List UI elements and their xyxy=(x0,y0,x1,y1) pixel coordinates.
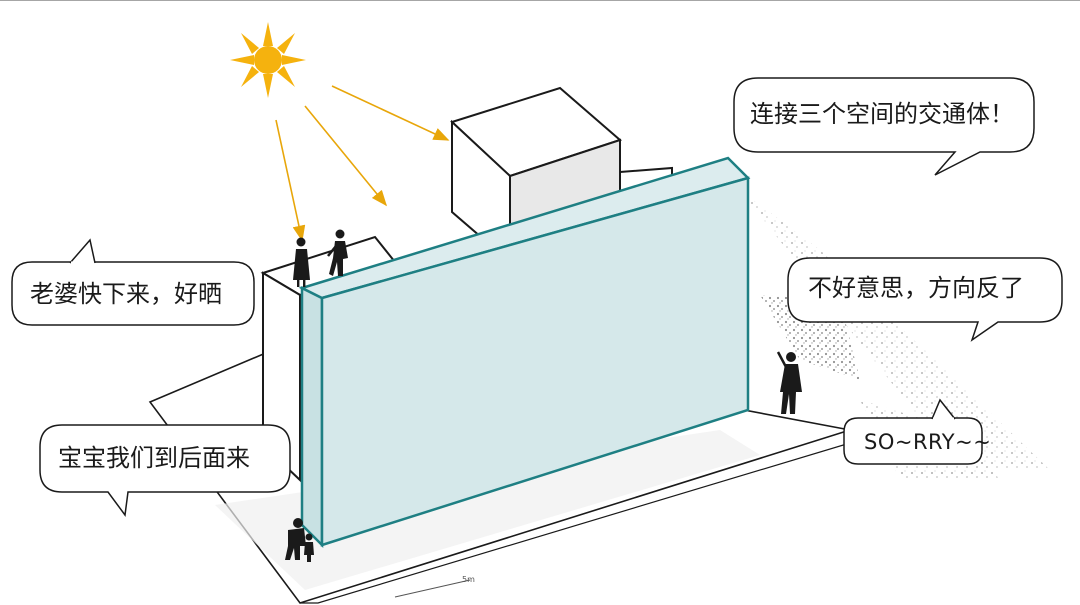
person-silhouette-icon xyxy=(293,237,310,287)
person-silhouette-icon xyxy=(285,518,314,562)
speech-bubble-baby xyxy=(39,424,291,517)
sun-icon xyxy=(230,22,306,98)
wife-bubble-text: 老婆快下来，好晒 xyxy=(30,280,222,308)
speech-bubble-wife xyxy=(11,238,255,326)
glass-panel-wall xyxy=(298,156,751,549)
traffic-bubble-text: 连接三个空间的交通体！ xyxy=(750,100,1014,128)
sorry-cn-bubble-text: 不好意思，方向反了 xyxy=(808,274,1024,302)
svg-text:5m: 5m xyxy=(462,575,475,584)
sorry-en-bubble-text: SO~RRY~~ xyxy=(864,430,992,454)
speech-bubble-sorry-en xyxy=(843,398,983,465)
person-silhouette-icon xyxy=(327,229,348,276)
person-silhouette-icon xyxy=(776,351,802,414)
speech-bubble-traffic xyxy=(733,77,1035,176)
speech-bubble-sorry-cn xyxy=(787,257,1063,342)
sun-ray-arrows xyxy=(275,85,450,242)
baby-bubble-text: 宝宝我们到后面来 xyxy=(58,444,250,472)
